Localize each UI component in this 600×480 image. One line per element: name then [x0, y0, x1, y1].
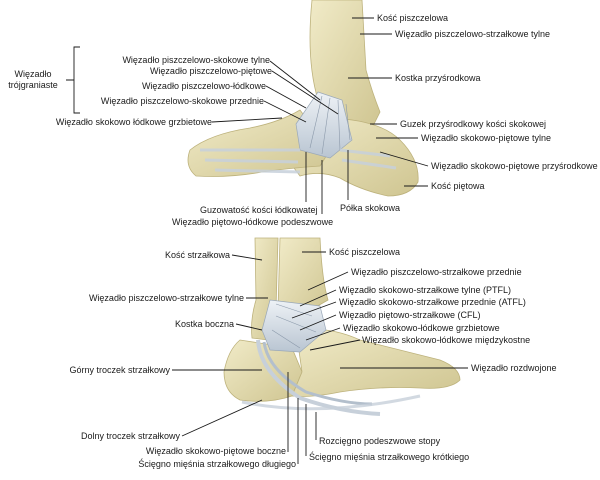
label-ant-tibiofibular: Więzadło piszczelowo-strzałkowe przednie [351, 267, 522, 277]
lateral-view-illustration [223, 237, 461, 416]
label-post-talocalcaneal: Więzadło skokowo-piętowe tylne [421, 133, 552, 143]
label-plantar-fascia: Rozcięgno podeszwowe stopy [319, 436, 441, 446]
label-medial-malleolus: Kostka przyśrodkowa [395, 73, 481, 83]
deltoid-group-label: Więzadło trójgraniaste [8, 69, 58, 90]
label-sup-peroneal-retinaculum: Górny troczek strzałkowy [69, 365, 170, 375]
label-tibiocalcaneal: Więzadło piszczelowo-piętowe [149, 66, 272, 76]
label-interosseous-talocalcaneal: Więzadło skokowo-łódkowe międzykostne [362, 335, 531, 345]
medial-deltoid-ligament [295, 91, 353, 159]
label-lateral-malleolus: Kostka boczna [174, 319, 234, 329]
label-ant-tibiotalar: Więzadło piszczelowo-skokowe przednie [100, 96, 264, 106]
label-peroneus-brevis: Ścięgno mięśnia strzałkowego krótkiego [309, 452, 470, 462]
label-bifurcate: Więzadło rozdwojone [471, 363, 557, 373]
label-calcaneus: Kość piętowa [431, 181, 485, 191]
label-plantar-calcaneonavicular: Więzadło piętowo-łódkowe podeszwowe [172, 217, 334, 227]
label-medial-talar-tubercle: Guzek przyśrodkowy kości skokowej [400, 119, 547, 129]
label-sustentaculum: Półka skokowa [340, 203, 401, 213]
label-inf-peroneal-retinaculum: Dolny troczek strzałkowy [80, 431, 180, 441]
label-medial-talocalcaneal: Więzadło skokowo-piętowe przyśrodkowe [431, 161, 598, 171]
label-ptfl: Więzadło skokowo-strzałkowe tylne (PTFL) [339, 285, 512, 295]
leader-lines [66, 17, 468, 464]
label-cfl: Więzadło piętowo-strzałkowe (CFL) [339, 310, 481, 320]
label-lateral-post-tibiofibular: Więzadło piszczelowo-strzałkowe tylne [88, 293, 244, 303]
label-post-tibiotalar: Więzadło piszczelowo-skokowe tylne [122, 55, 270, 65]
label-atfl: Więzadło skokowo-strzałkowe przednie (AT… [339, 297, 526, 307]
label-lateral-dorsal-talonavicular: Więzadło skokowo-łódkowe grzbietowe [343, 323, 500, 333]
label-lateral-talocalcaneal: Więzadło skokowo-piętowe boczne [145, 446, 286, 456]
label-tibionavicular: Więzadło piszczelowo-łódkowe [141, 81, 266, 91]
label-medial-tibia: Kość piszczelowa [377, 13, 449, 23]
label-peroneus-longus: Ścięgno mięśnia strzałkowego długiego [138, 459, 296, 469]
label-medial-post-tibiofibular: Więzadło piszczelowo-strzałkowe tylne [395, 29, 551, 39]
label-lateral-tibia: Kość piszczelowa [329, 247, 401, 257]
label-lateral-fibula: Kość strzałkowa [164, 250, 230, 260]
label-navicular-tuberosity: Guzowatość kości łódkowatej [200, 205, 318, 215]
medial-view-illustration [187, 0, 419, 197]
label-medial-dorsal-talonavicular: Więzadło skokowo łódkowe grzbietowe [55, 117, 212, 127]
